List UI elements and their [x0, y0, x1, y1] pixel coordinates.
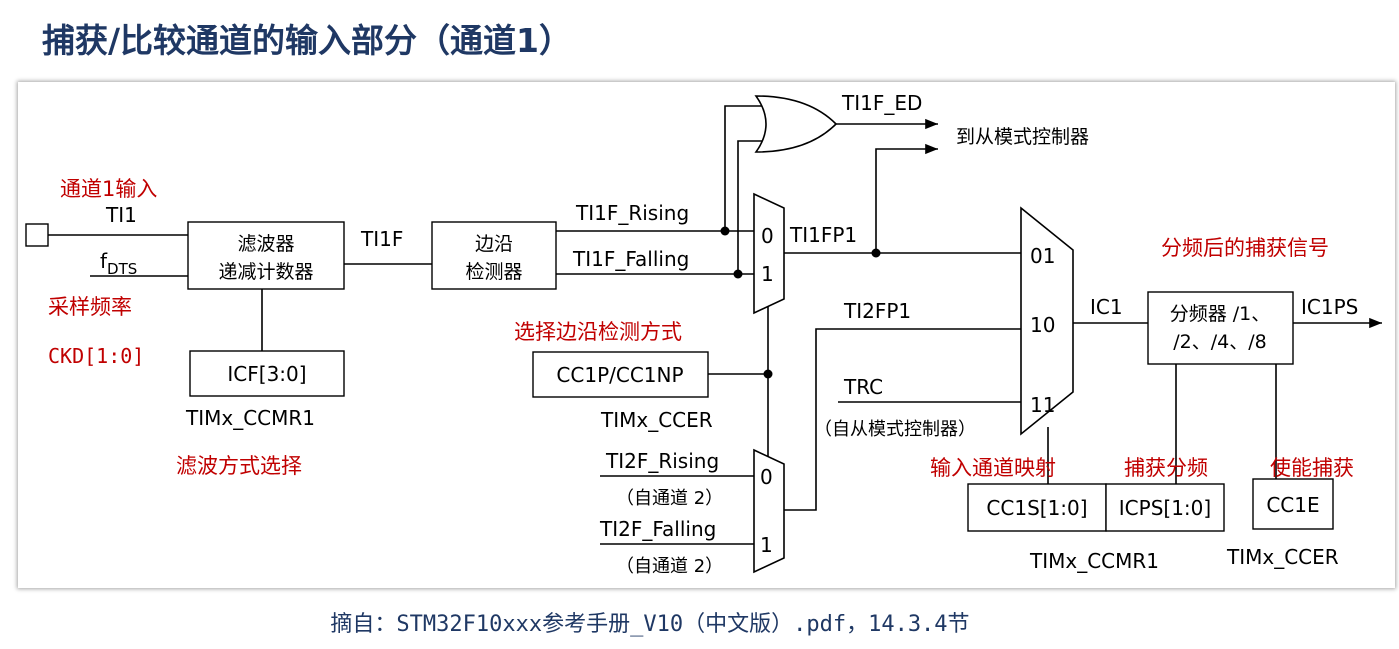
ti1fp1-label: TI1FP1 [789, 223, 857, 247]
mux3-in01: 01 [1030, 244, 1055, 268]
ti1-label: TI1 [105, 203, 137, 227]
sample-freq-label: 采样频率 [48, 295, 132, 319]
input-pin [25, 223, 49, 247]
wire-ti1fp1-slave [875, 143, 938, 253]
ti2f-rising-label: TI2F_Rising [605, 449, 719, 473]
junction-falling [733, 269, 743, 279]
ic1-label: IC1 [1090, 295, 1123, 319]
ccmr1-register-label: TIMx_CCMR1 [1029, 549, 1159, 573]
ccp-register [532, 351, 709, 398]
filter-line1: 滤波器 [237, 233, 294, 255]
ti1f-label: TI1F [360, 227, 403, 251]
trc-label: TRC [843, 375, 883, 399]
capture-enable-label: 使能捕获 [1270, 456, 1354, 480]
edge-detector-line2: 检测器 [465, 261, 522, 283]
mux2-in1: 1 [760, 533, 773, 557]
source-footer: 摘自：STM32F10xxx参考手册_V10（中文版）.pdf，14.3.4节 [330, 612, 970, 637]
cc1s-label: CC1S[1:0] [986, 496, 1087, 520]
ti2f-falling-label: TI2F_Falling [599, 517, 716, 541]
icps-label: ICPS[1:0] [1119, 496, 1211, 520]
mux1 [753, 192, 785, 315]
trc-note: （自从模式控制器） [814, 419, 976, 440]
cc1e-label: CC1E [1266, 493, 1319, 517]
ccp-label: CC1P/CC1NP [556, 363, 683, 387]
ti1f-falling-label: TI1F_Falling [572, 247, 689, 271]
wire-or-in2 [737, 140, 766, 274]
icps-register [1105, 483, 1225, 532]
channel-input-label: 通道1输入 [60, 177, 157, 201]
ti1f-ed-label: TI1F_ED [841, 91, 922, 115]
input-map-label: 输入通道映射 [930, 456, 1056, 480]
slave-controller-label: 到从模式控制器 [956, 126, 1089, 148]
mux3-in10: 10 [1030, 313, 1055, 337]
edge-select-label: 选择边沿检测方式 [514, 320, 682, 344]
ti2fp1-label: TI2FP1 [843, 299, 911, 323]
prescaler-block [1147, 291, 1294, 365]
ccer-register-label-right: TIMx_CCER [1226, 545, 1339, 569]
mux1-in0: 0 [761, 224, 774, 248]
mux3-in11: 11 [1030, 393, 1055, 417]
capture-prescale-label: 捕获分频 [1124, 456, 1208, 480]
prescaler-line2: /2、/4、/8 [1173, 331, 1266, 353]
edge-detector-block [431, 221, 557, 290]
prescaler-line1: 分频器 /1、 [1170, 303, 1271, 325]
wire-or-in1 [724, 105, 766, 231]
ckd-label: CKD[1:0] [48, 344, 144, 368]
wire-ti2fp1 [784, 328, 1021, 511]
filter-line2: 递减计数器 [218, 261, 313, 283]
filter-register-label: TIMx_CCMR1 [185, 406, 315, 430]
channel-input-diagram: 滤波器 递减计数器 ICF[3:0] 边沿 检测器 CC1P/CC1NP 0 1… [25, 91, 1382, 577]
cc1s-register [967, 483, 1107, 532]
prescaled-signal-label: 分频后的捕获信号 [1161, 236, 1329, 260]
filter-desc-label: 滤波方式选择 [176, 454, 302, 478]
mux3 [1020, 206, 1074, 436]
ti2f-rising-note: （自通道 2） [616, 488, 723, 509]
junction-rising [720, 226, 730, 236]
or-gate [754, 95, 838, 153]
filter-block [187, 221, 345, 290]
icf-label: ICF[3:0] [227, 362, 306, 386]
ccer-register-label: TIMx_CCER [600, 408, 713, 432]
edge-detector-line1: 边沿 [475, 233, 513, 255]
diagram-panel: 滤波器 递减计数器 ICF[3:0] 边沿 检测器 CC1P/CC1NP 0 1… [18, 82, 1395, 588]
junction-ti1fp1 [871, 248, 881, 258]
mux2 [753, 448, 785, 574]
ti1f-rising-label: TI1F_Rising [575, 201, 689, 225]
mux2-in0: 0 [760, 465, 773, 489]
page-title: 捕获/比较通道的输入部分（通道1） [42, 21, 573, 60]
mux1-in1: 1 [761, 262, 774, 286]
ic1ps-label: IC1PS [1301, 295, 1358, 319]
icf-register [189, 350, 345, 397]
fdts-label: fDTS [100, 249, 137, 278]
junction-ccp [763, 369, 773, 379]
ti2f-falling-note: （自通道 2） [616, 556, 723, 577]
cc1e-register [1252, 478, 1334, 530]
